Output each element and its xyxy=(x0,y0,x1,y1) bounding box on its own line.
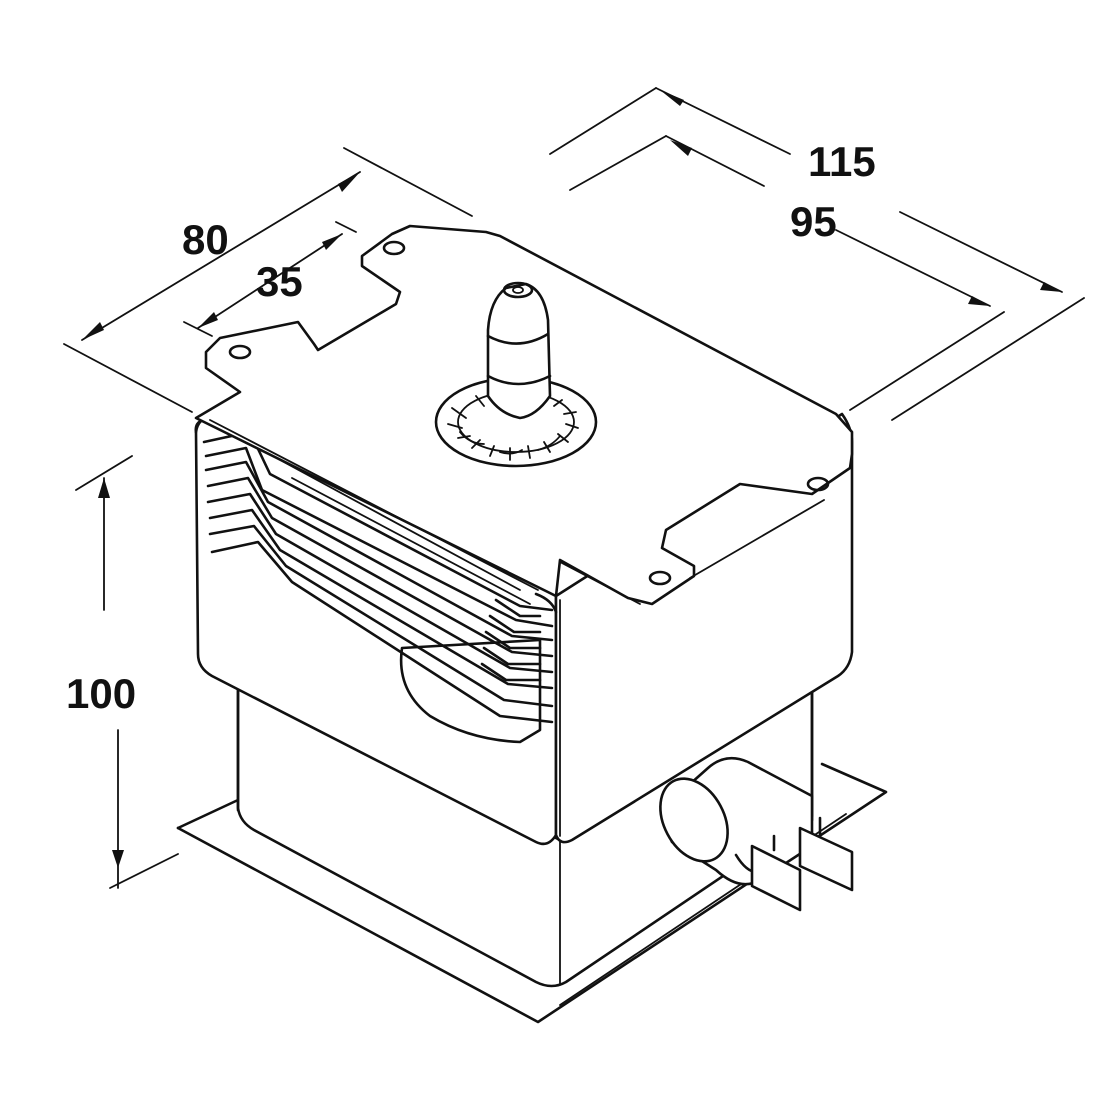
dimension-label-100: 100 xyxy=(66,670,136,717)
dimension-115 xyxy=(549,87,1085,421)
dimension-95 xyxy=(569,135,1005,411)
mounting-hole-icon xyxy=(648,570,672,586)
dimension-label-80: 80 xyxy=(182,216,229,263)
filament-terminal-box xyxy=(659,756,814,886)
mounting-hole-icon xyxy=(382,240,406,256)
mounting-hole-icon xyxy=(806,476,830,492)
dimension-label-95: 95 xyxy=(790,198,837,245)
dimension-80 xyxy=(63,147,473,413)
dimension-100 xyxy=(75,455,179,889)
filament-terminal-tabs xyxy=(750,816,854,912)
antenna-cap xyxy=(486,281,552,420)
dimension-label-35: 35 xyxy=(256,258,303,305)
dimension-label-115: 115 xyxy=(808,138,876,185)
mounting-hole-icon xyxy=(228,344,252,360)
dimension-35 xyxy=(183,221,357,337)
